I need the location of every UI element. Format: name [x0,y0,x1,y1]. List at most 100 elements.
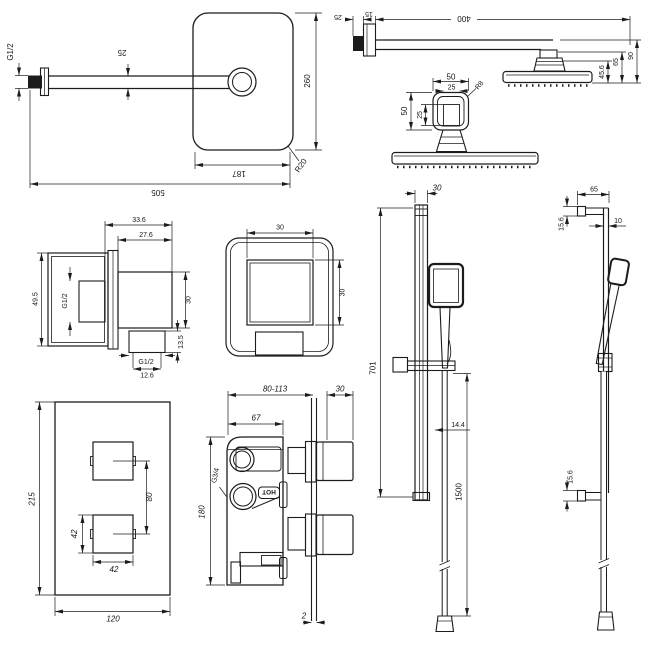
elbow-plate [47,252,109,347]
dim-head-plan-thread: G1/2 [6,43,15,61]
head-top-mid [437,96,465,127]
hot-label: HOT [262,488,276,495]
lower-knob-stem [287,516,307,551]
dim-hose-diameter: 14.4 [451,422,465,429]
bottom-wall-mount [576,489,587,502]
elbow-outlet-thread [128,330,166,354]
dim-knob-height: 42 [70,529,79,538]
drawing-arm-side: 25 15 400 45.6 65 90 [334,10,641,87]
dim-head-plan-radius: R20 [293,157,309,175]
valve-body-outline [226,436,284,586]
dim-elbow-inlet-thread: G1/2 [62,293,69,308]
dim-arm-stub: 25 [334,13,342,20]
dim-detail-top-inner: 25 [448,85,456,92]
dim-plate-height: 215 [28,492,37,507]
dim-outlet-width: 30 [276,225,284,232]
head-top-outer [432,91,470,131]
dim-arm-drop-inner: 45.6 [599,65,606,79]
drawing-outlet: 30 30 [225,225,347,357]
drawing-rail-side: 65 15.6 10 15.6 [559,187,630,631]
handset-head [427,262,465,309]
wall-flange [362,23,377,57]
dim-elbow-outlet-thread: G1/2 [138,359,153,366]
slider-side [597,352,613,373]
outlet-face [246,259,314,326]
drawing-head-plan: G1/2 25 260 187 R20 505 [6,12,322,197]
dim-elbow-outlet-core: 12.6 [140,373,154,380]
drawing-valve-plate: 80 215 42 42 120 [28,401,171,624]
dim-bracket-reach: 65 [590,187,598,194]
head-top-inner [443,104,460,126]
dim-bracket-height-top: 15.6 [559,217,566,231]
dim-head-plan-height: 260 [303,74,312,88]
arm-connector-outer [227,67,257,97]
upper-knob [315,441,354,482]
head-profile [502,70,593,84]
dim-plate-width: 120 [106,615,120,624]
upper-knob-stem [287,446,307,475]
dim-arm-drop-mid: 65 [613,58,620,66]
dim-bracket-height-bottom: 15.6 [568,470,575,484]
lower-knob [315,514,354,556]
dim-body-height: 180 [198,505,207,519]
top-wall-mount [576,205,587,217]
dim-elbow-total-depth: 33.6 [132,217,146,224]
dim-detail-radius: R8 [474,80,485,91]
dim-knob-spacing: 80 [145,492,154,501]
elbow-body [117,271,173,329]
drawing-head-detail: 50 25 R8 50 25 [391,73,539,169]
head-connector [539,49,558,59]
dim-elbow-body-depth: 27.6 [139,232,153,239]
elbow-inlet-thread [78,280,106,323]
handset-spray-face [433,268,459,303]
dim-body-depth: 67 [252,414,261,423]
dim-elbow-body-height: 30 [186,296,193,304]
dim-rail-width: 30 [433,184,442,193]
shower-head-outline [192,12,294,151]
slide-rail [414,204,429,501]
outlet-frame [225,237,334,357]
wall-stub [28,75,42,89]
drawing-valve-body: 80-113 30 67 HOT [198,385,354,625]
handset-handle-side [595,282,620,366]
handset-head-side [607,257,630,287]
handset-handle [439,306,451,369]
dim-detail-side-inner: 25 [417,111,424,119]
dim-rail-depth: 10 [614,218,622,225]
dim-arm-length: 400 [457,14,471,23]
dim-depth-range: 80-113 [263,385,288,394]
dim-head-plan-total: 505 [151,188,165,197]
valve-plate [54,401,171,596]
outlet-thread [254,331,304,356]
head-profile [391,151,539,165]
dim-arm-drop-total: 90 [628,52,635,60]
hose-end-fitting-side [596,611,615,631]
dim-elbow-plate-height: 49.5 [33,292,40,306]
slider-bracket [392,356,409,373]
dim-knob-depth: 30 [336,385,345,394]
dim-elbow-outlet-length: 13.5 [178,335,185,349]
dim-hose-length: 1500 [455,483,464,501]
valve-inlet-lower [229,482,257,511]
handset-side [595,257,630,366]
dim-inlet-thread: G3/4 [211,467,221,483]
dim-knob-width: 42 [110,565,119,574]
dim-arm-flange: 15 [365,10,373,17]
arm-connector-inner [232,72,252,92]
hose-end-fitting [435,615,455,633]
dim-wall-gap: 2 [301,612,307,621]
dim-detail-top-width: 50 [447,73,456,82]
dim-detail-side-width: 50 [400,106,409,115]
dim-head-plan-width: 187 [232,169,246,178]
drawing-elbow: 33.6 27.6 49.5 G1/2 30 13.5 G1/2 12.6 [33,217,193,380]
dim-rail-length: 701 [369,361,378,375]
valve-inlet-upper [229,446,255,473]
dim-head-plan-arm-width: 25 [117,48,126,57]
drawing-rail-front: 30 701 14.4 1500 [369,184,471,633]
head-cone [533,57,566,72]
dim-outlet-height: 30 [340,289,347,297]
rail-bottom-cap [412,491,431,502]
wall-stub [353,36,364,51]
